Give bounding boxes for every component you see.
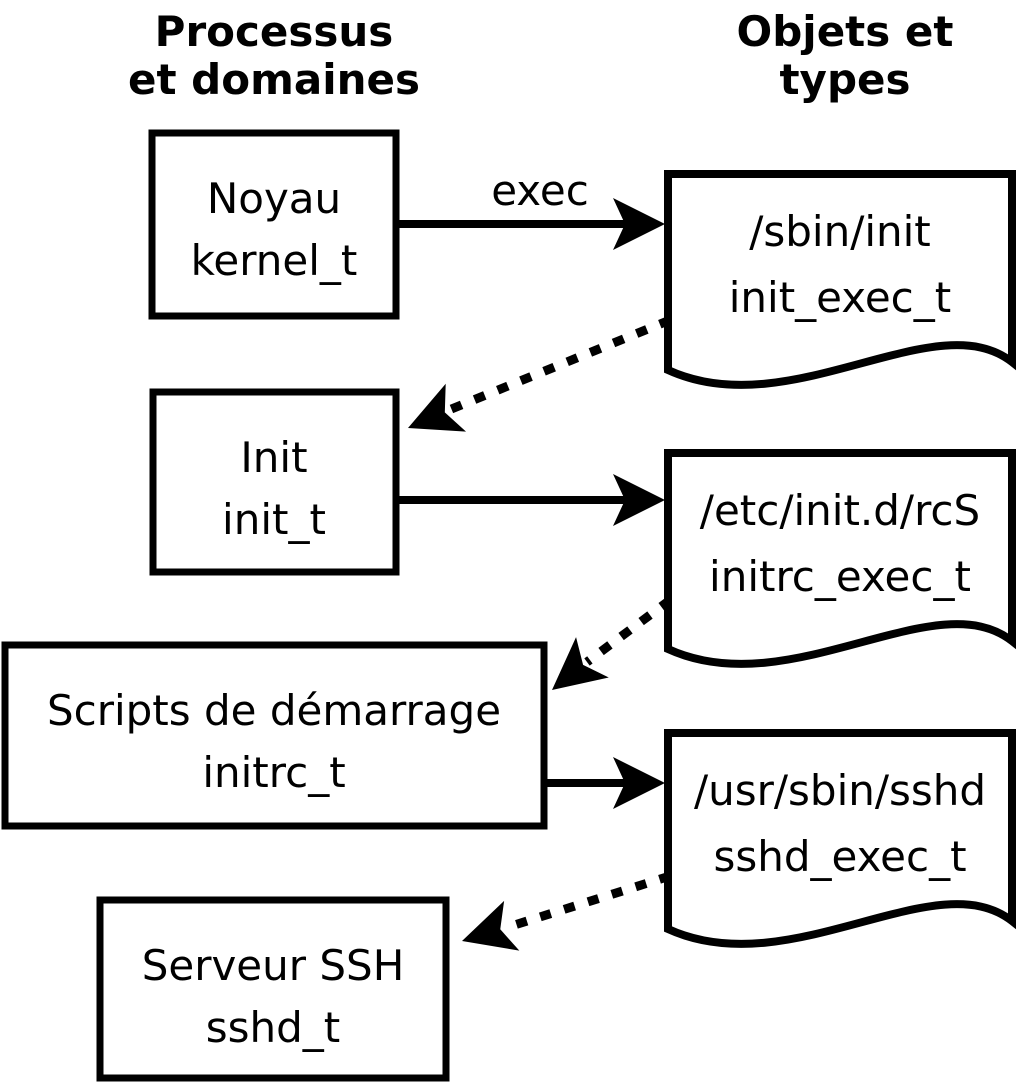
dotted-line	[503, 871, 672, 933]
process-type: init_t	[222, 495, 326, 544]
header-processes-line1: Processus	[155, 7, 394, 56]
header-processes-line2: et domaines	[128, 55, 420, 104]
process-box-rect	[1, 641, 548, 830]
transition-arrow-initrc-exec-to-initrc	[552, 596, 673, 690]
process-type: kernel_t	[191, 236, 358, 285]
process-label: Serveur SSH	[142, 941, 405, 990]
process-box-rect	[149, 388, 400, 576]
process-box-rect	[148, 129, 400, 320]
process-box-rect	[96, 896, 450, 1082]
process-box-initrc: Scripts de démarrage initrc_t	[1, 641, 548, 830]
process-type: initrc_t	[202, 748, 345, 797]
object-doc-init-exec: /sbin/init init_exec_t	[664, 170, 1016, 389]
document-shape	[664, 449, 1016, 668]
exec-arrow-initrc-to-sshd	[547, 757, 665, 809]
exec-label: exec	[491, 166, 589, 215]
dotted-line	[584, 596, 673, 666]
object-path: /sbin/init	[749, 207, 931, 256]
header-objects-line1: Objets et	[737, 7, 954, 56]
object-path: /etc/init.d/rcS	[700, 486, 980, 535]
object-path: /usr/sbin/sshd	[694, 766, 986, 815]
process-label: Scripts de démarrage	[47, 686, 501, 735]
arrowhead-icon	[613, 474, 665, 526]
arrowhead-icon	[613, 757, 665, 809]
transition-arrow-sshd-exec-to-sshd	[462, 871, 672, 951]
object-type: sshd_exec_t	[713, 832, 966, 881]
exec-arrow-kernel-to-init: exec	[399, 166, 665, 250]
document-shape	[664, 170, 1016, 389]
transition-arrow-init-exec-to-init	[408, 315, 672, 432]
arrowhead-icon	[462, 900, 520, 951]
object-type: init_exec_t	[729, 273, 952, 322]
process-label: Noyau	[207, 174, 341, 223]
process-box-kernel: Noyau kernel_t	[148, 129, 400, 320]
process-label: Init	[240, 433, 307, 482]
process-type: sshd_t	[206, 1003, 341, 1052]
dotted-line	[447, 315, 672, 415]
process-box-init: Init init_t	[149, 388, 400, 576]
document-shape	[664, 729, 1016, 948]
header-objects-line2: types	[779, 55, 910, 104]
object-type: initrc_exec_t	[709, 552, 971, 601]
arrowhead-icon	[552, 637, 609, 690]
object-doc-initrc-exec: /etc/init.d/rcS initrc_exec_t	[664, 449, 1016, 668]
arrowhead-icon	[408, 383, 467, 432]
process-box-sshd: Serveur SSH sshd_t	[96, 896, 450, 1082]
arrowhead-icon	[613, 198, 665, 250]
exec-arrow-init-to-rcs	[399, 474, 665, 526]
object-doc-sshd-exec: /usr/sbin/sshd sshd_exec_t	[664, 729, 1016, 948]
